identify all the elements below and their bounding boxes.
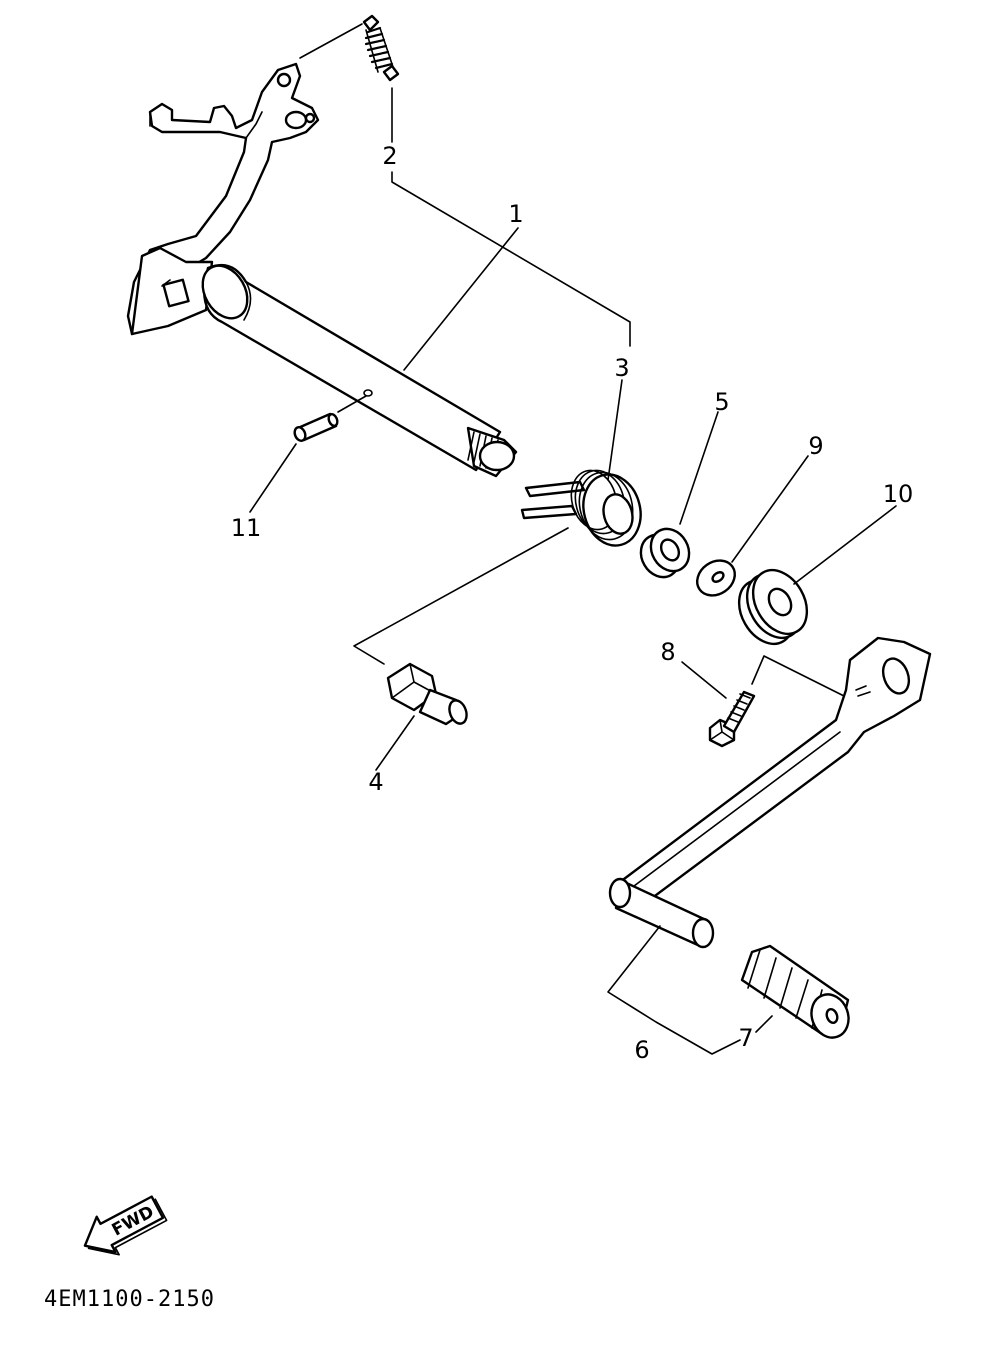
part-1-shift-shaft — [126, 62, 518, 478]
callout-7: 7 — [738, 1024, 753, 1052]
part-7-rubber-peg — [740, 944, 850, 1039]
callout-8: 8 — [660, 638, 675, 666]
part-11-pin — [293, 412, 339, 442]
callout-6: 6 — [634, 1036, 649, 1064]
callout-5: 5 — [714, 388, 729, 416]
part-10-oil-seal — [737, 569, 809, 645]
leader-lines — [249, 23, 897, 1055]
part-4-stud-bolt — [386, 662, 468, 726]
part-8-bolt — [708, 690, 756, 748]
fwd-arrow-icon: FWD — [83, 1195, 168, 1256]
part-5-collar — [639, 527, 691, 579]
callout-10: 10 — [883, 480, 914, 508]
callout-labels: 1 2 3 4 5 6 7 8 9 10 11 — [231, 142, 914, 1064]
part-6-shift-pedal — [608, 636, 932, 949]
callout-11: 11 — [231, 514, 262, 542]
document-number: 4EM1100-2150 — [44, 1287, 215, 1312]
callout-4: 4 — [368, 768, 383, 796]
callout-9: 9 — [808, 432, 823, 460]
part-9-washer — [696, 559, 736, 597]
callout-3: 3 — [614, 354, 629, 382]
part-2-spring — [362, 14, 400, 82]
callout-1: 1 — [508, 200, 523, 228]
callout-2: 2 — [382, 142, 397, 170]
part-3-torsion-spring — [520, 469, 642, 547]
